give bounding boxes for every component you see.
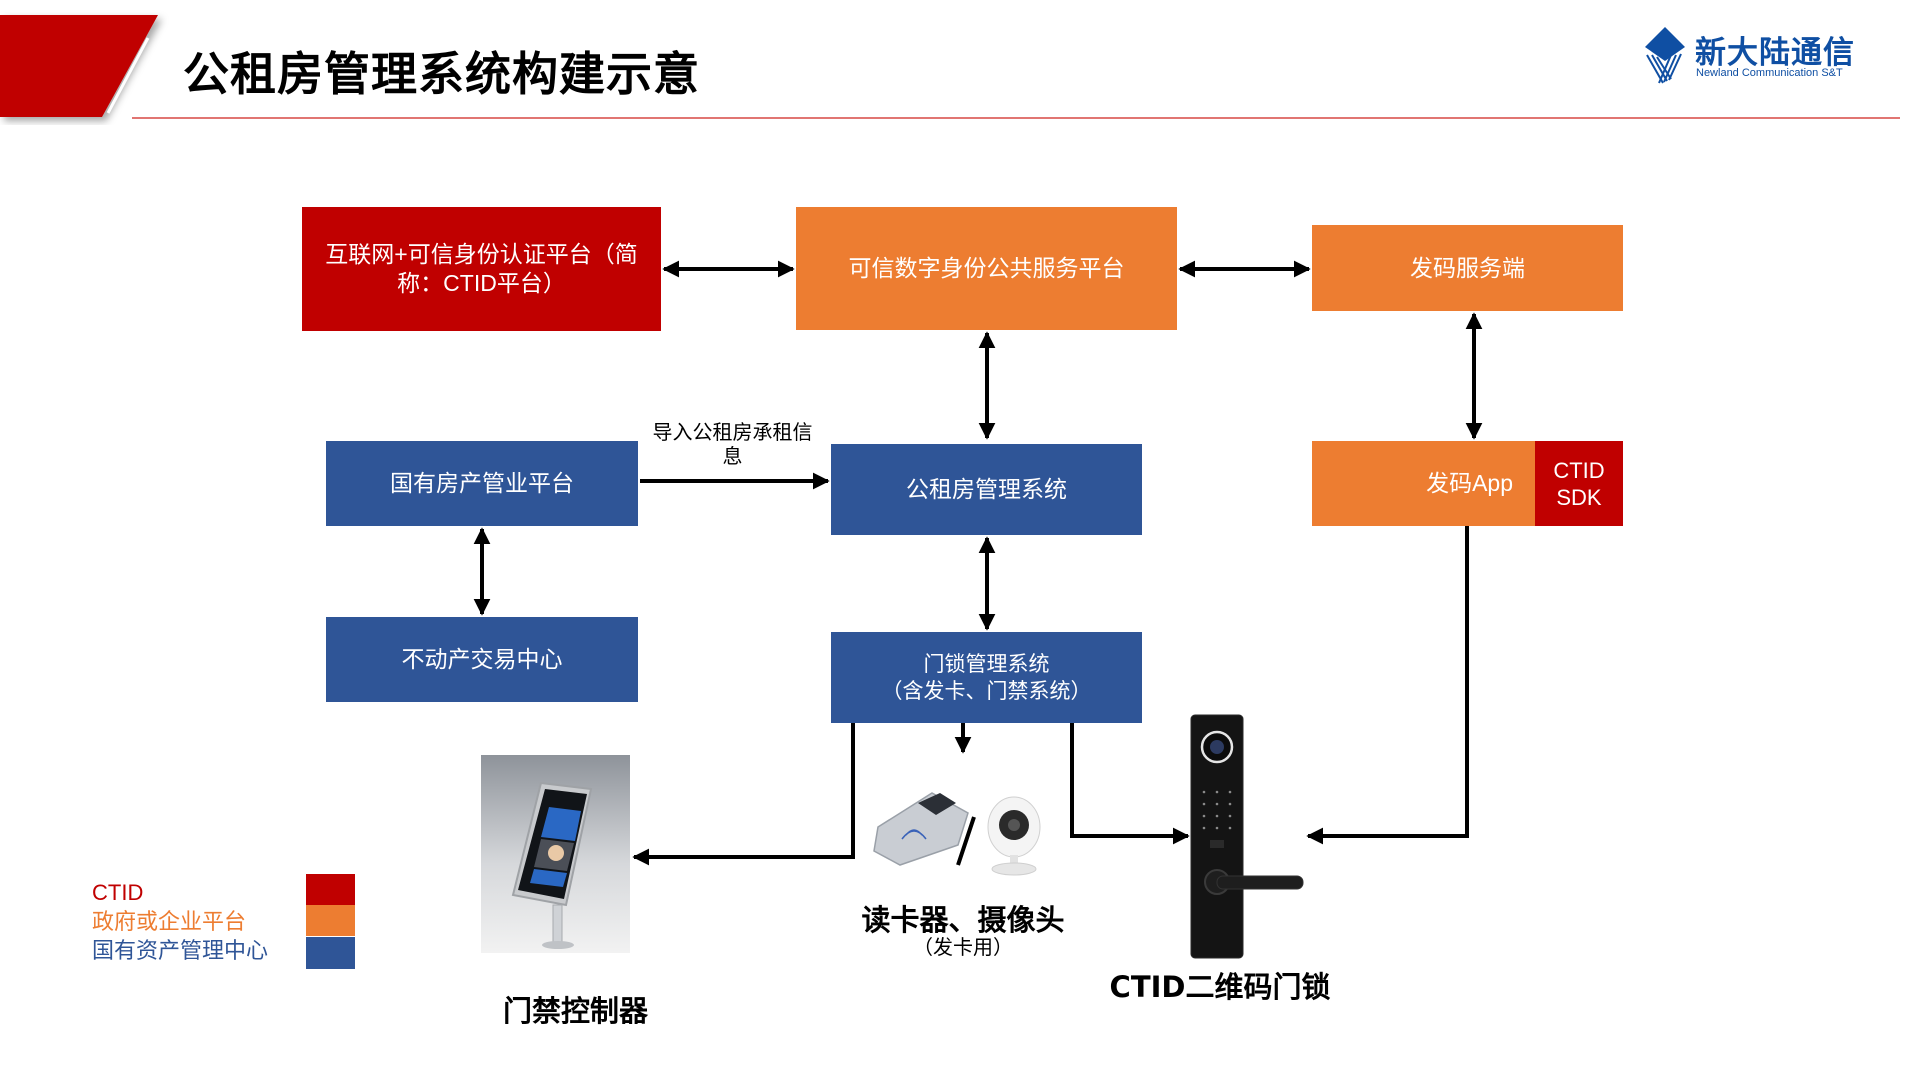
legend-label-ctid: CTID — [92, 880, 144, 905]
node-code-server-label: 发码服务端 — [1410, 254, 1525, 281]
node-ctid-sdk-line2: SDK — [1556, 484, 1602, 510]
edge-app-qrlock — [1306, 526, 1469, 845]
node-ctid-platform[interactable]: 互联网+可信身份认证平台（简称：CTID平台） — [302, 207, 661, 331]
node-code-server[interactable]: 发码服务端 — [1312, 225, 1623, 311]
legend-swatch-state-asset — [306, 937, 355, 969]
edge-label-import-info: 导入公租房承租信息 — [652, 422, 813, 468]
edge-doorlock-qrlock — [1063, 704, 1190, 845]
node-code-app[interactable]: 发码App — [1312, 441, 1535, 526]
node-state-property-platform[interactable]: 国有房产管业平台 — [326, 441, 638, 526]
qr-door-lock-image — [1190, 714, 1304, 959]
node-code-app-group: 发码App CTID SDK — [1312, 441, 1623, 526]
legend: CTID 政府或企业平台 国有资产管理中心 — [92, 874, 362, 973]
node-ctid-sdk-line1: CTID — [1553, 457, 1605, 483]
node-door-lock-system-line2: （含发卡、门禁系统） — [881, 679, 1092, 703]
legend-swatch-ctid — [306, 874, 355, 905]
node-ctid-sdk[interactable]: CTID SDK — [1535, 441, 1623, 526]
node-trusted-identity-platform[interactable]: 可信数字身份公共服务平台 — [796, 207, 1177, 330]
card-reader-camera-caption: 读卡器、摄像头 — [861, 903, 1065, 937]
node-public-housing-system[interactable]: 公租房管理系统 — [831, 444, 1142, 535]
card-reader-camera-image — [873, 792, 1041, 876]
legend-swatch-platform — [306, 905, 355, 936]
header-divider — [132, 117, 1900, 119]
newland-logo-icon — [1645, 27, 1685, 84]
edge-doorlock-accesscontroller — [632, 704, 862, 866]
legend-label-state-asset: 国有资产管理中心 — [92, 938, 269, 963]
node-real-estate-center-label: 不动产交易中心 — [401, 646, 563, 672]
node-public-housing-system-label: 公租房管理系统 — [906, 476, 1067, 502]
access-controller-caption: 门禁控制器 — [503, 994, 649, 1028]
card-reader-icon — [873, 792, 969, 866]
logo-name-en: Newland Communication S&T — [1696, 67, 1843, 79]
logo-name-cn: 新大陆通信 — [1695, 35, 1855, 71]
node-ctid-platform-label: 互联网+可信身份认证平台（简称：CTID平台） — [325, 241, 638, 296]
node-code-app-label: 发码App — [1426, 470, 1513, 496]
node-door-lock-system-line1: 门锁管理系统 — [923, 652, 1050, 676]
separator-slash — [956, 816, 976, 866]
node-trusted-identity-platform-label: 可信数字身份公共服务平台 — [848, 255, 1125, 281]
camera-icon — [987, 796, 1041, 876]
page-title: 公租房管理系统构建示意 — [183, 47, 700, 101]
node-real-estate-center[interactable]: 不动产交易中心 — [326, 617, 638, 702]
node-door-lock-system[interactable]: 门锁管理系统 （含发卡、门禁系统） — [831, 632, 1142, 723]
access-controller-image — [481, 755, 630, 953]
company-logo: 新大陆通信 Newland Communication S&T — [1643, 25, 1873, 87]
legend-label-platform: 政府或企业平台 — [92, 909, 247, 934]
node-state-property-platform-label: 国有房产管业平台 — [390, 470, 574, 496]
header-accent-shape — [0, 15, 158, 117]
qr-door-lock-caption: CTID二维码门锁 — [1109, 970, 1331, 1004]
card-reader-camera-subcaption: （发卡用） — [913, 937, 1013, 959]
